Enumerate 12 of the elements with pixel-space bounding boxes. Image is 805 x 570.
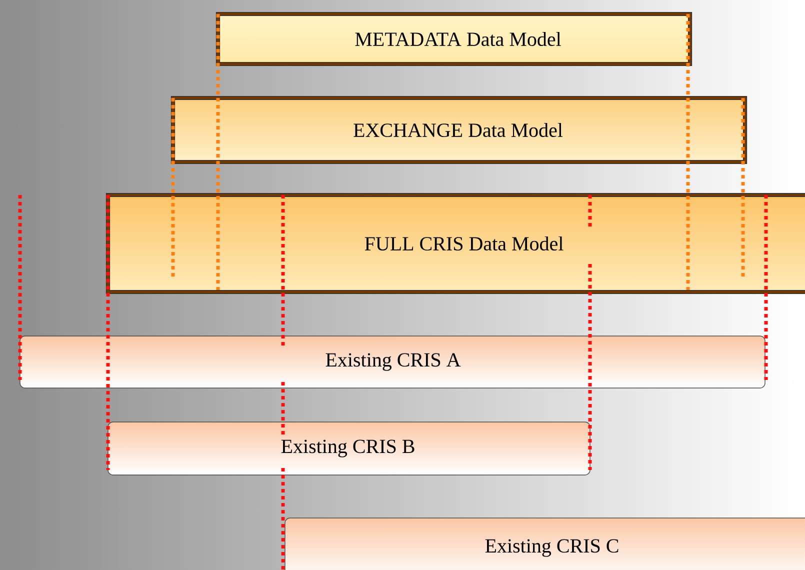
system-box xyxy=(284,518,805,570)
node-label: FULL CRIS Data Model xyxy=(364,236,564,251)
node-label: Existing CRIS A xyxy=(326,353,461,371)
system-box xyxy=(108,422,590,476)
node-label: Existing CRIS B xyxy=(281,440,414,458)
node-label: EXCHANGE Data Model xyxy=(354,122,563,138)
model-box xyxy=(106,192,805,294)
node-label: Existing CRIS C xyxy=(485,539,618,557)
model-box xyxy=(216,12,692,66)
model-box xyxy=(170,96,748,164)
node-label: METADATA Data Model xyxy=(355,32,561,46)
system-box xyxy=(20,336,766,388)
